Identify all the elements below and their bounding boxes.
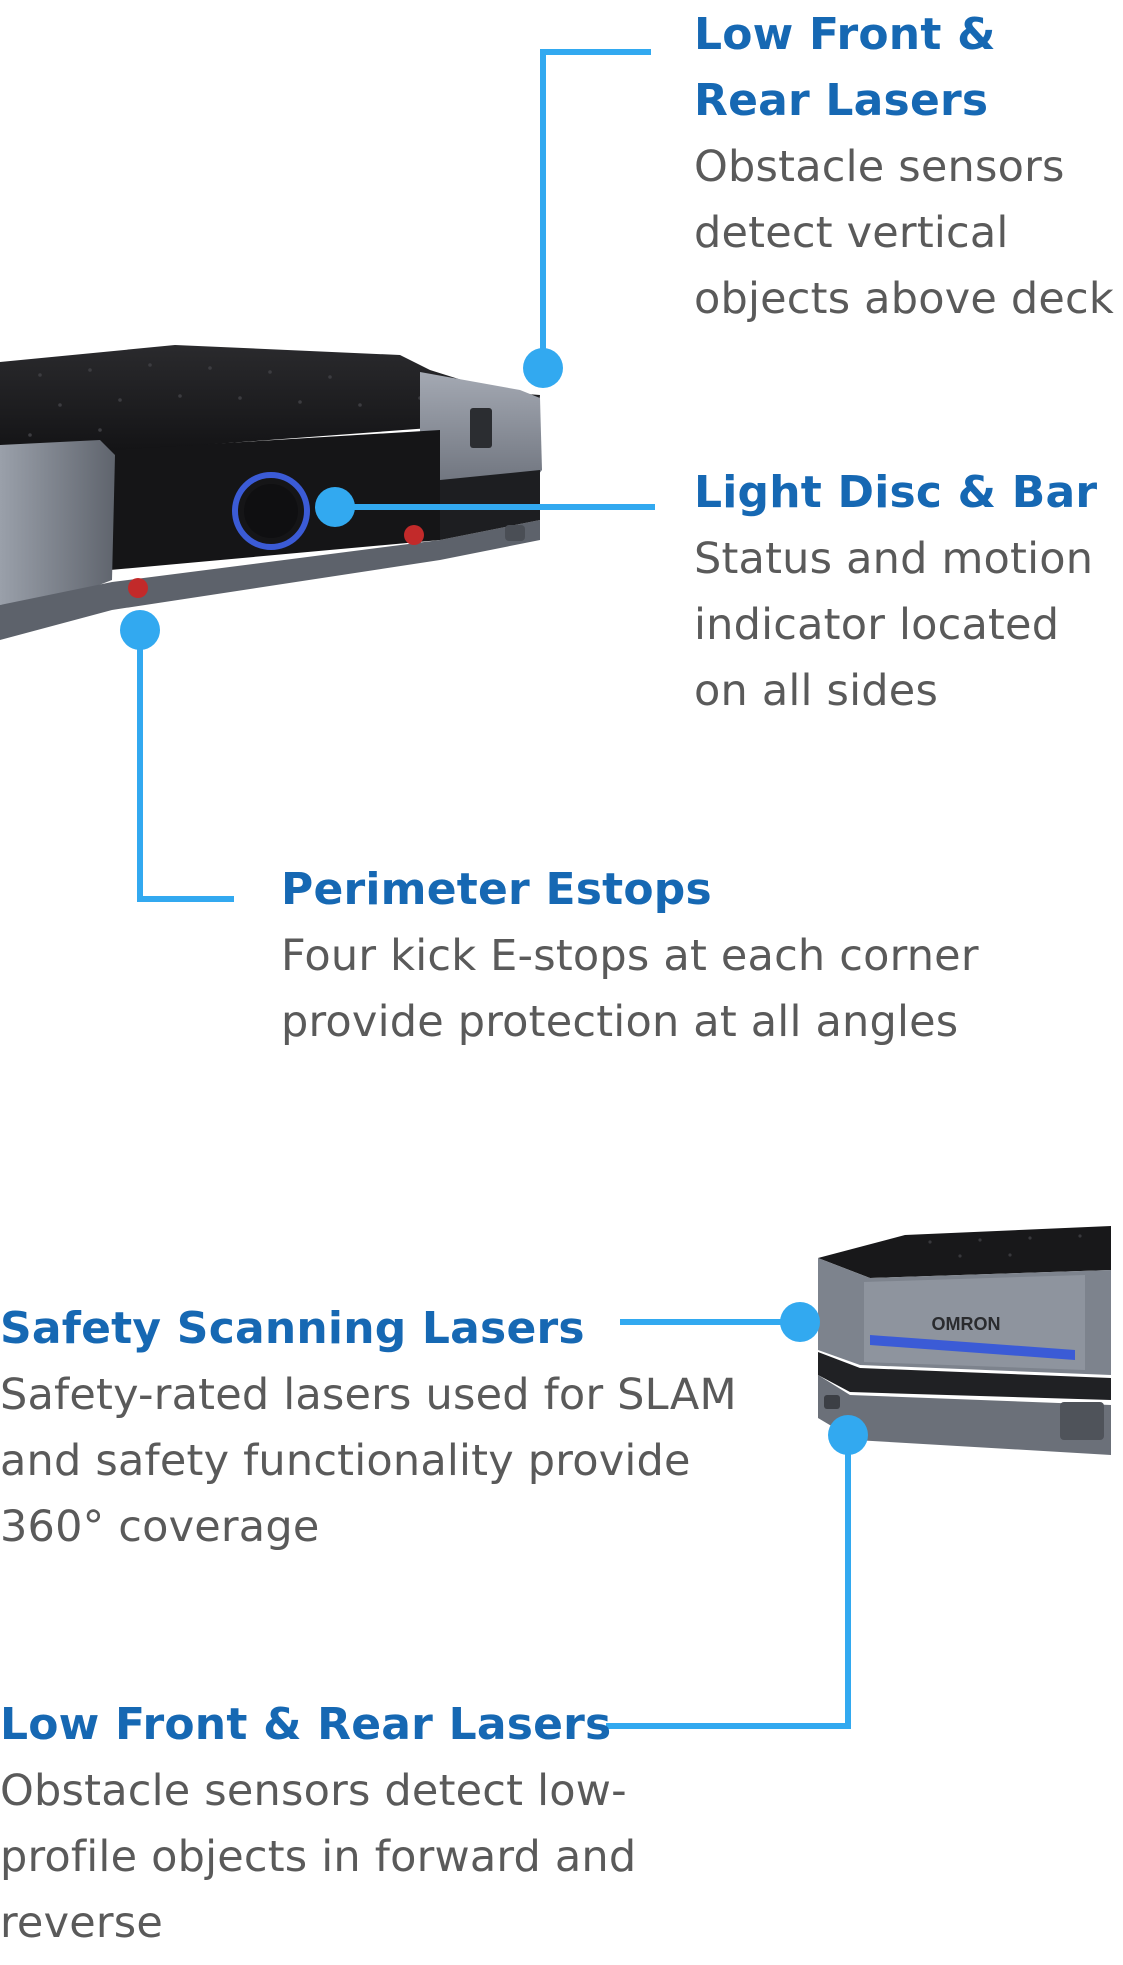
callout-text: and safety functionality provide <box>0 1436 691 1486</box>
callout-title: Perimeter Estops <box>281 864 712 915</box>
callout-text: 360° coverage <box>0 1502 320 1552</box>
callout-safety-scanning: Safety Scanning Lasers Safety-rated lase… <box>0 1296 800 1560</box>
callout-low-lasers-top: Low Front & Rear Lasers Obstacle sensors… <box>694 2 1114 332</box>
callout-text: profile objects in forward and <box>0 1832 637 1882</box>
callout-text: indicator located <box>694 600 1060 650</box>
robot-logo-text: OMRON <box>932 1314 1001 1334</box>
leader-dot-icon <box>523 348 563 388</box>
callout-text: Status and motion <box>694 534 1094 584</box>
callout-text: Obstacle sensors detect low- <box>0 1766 627 1816</box>
callout-title: Low Front & Rear Lasers <box>0 1699 612 1750</box>
leader-line-low-lasers-top <box>540 49 651 368</box>
callout-low-lasers-bottom: Low Front & Rear Lasers Obstacle sensors… <box>0 1692 700 1956</box>
callout-text: provide protection at all angles <box>281 997 959 1047</box>
callout-text: Safety-rated lasers used for SLAM <box>0 1370 737 1420</box>
callout-text: objects above deck <box>694 274 1114 324</box>
callout-text: reverse <box>0 1898 164 1948</box>
callout-text: Obstacle sensors <box>694 142 1065 192</box>
leader-dot-icon <box>315 487 355 527</box>
leader-dot-icon <box>828 1415 868 1455</box>
callout-title: Light Disc & Bar <box>694 467 1098 518</box>
callout-light-disc: Light Disc & Bar Status and motion indic… <box>694 460 1114 724</box>
callout-text: detect vertical <box>694 208 1009 258</box>
callout-text: on all sides <box>694 666 939 716</box>
callout-perimeter-estops: Perimeter Estops Four kick E-stops at ea… <box>281 857 1081 1055</box>
callout-title: Safety Scanning Lasers <box>0 1303 585 1354</box>
callout-text: Four kick E-stops at each corner <box>281 931 979 981</box>
leader-dot-icon <box>120 610 160 650</box>
leader-line-estops <box>137 630 234 902</box>
callout-title: Low Front & Rear Lasers <box>694 9 996 126</box>
